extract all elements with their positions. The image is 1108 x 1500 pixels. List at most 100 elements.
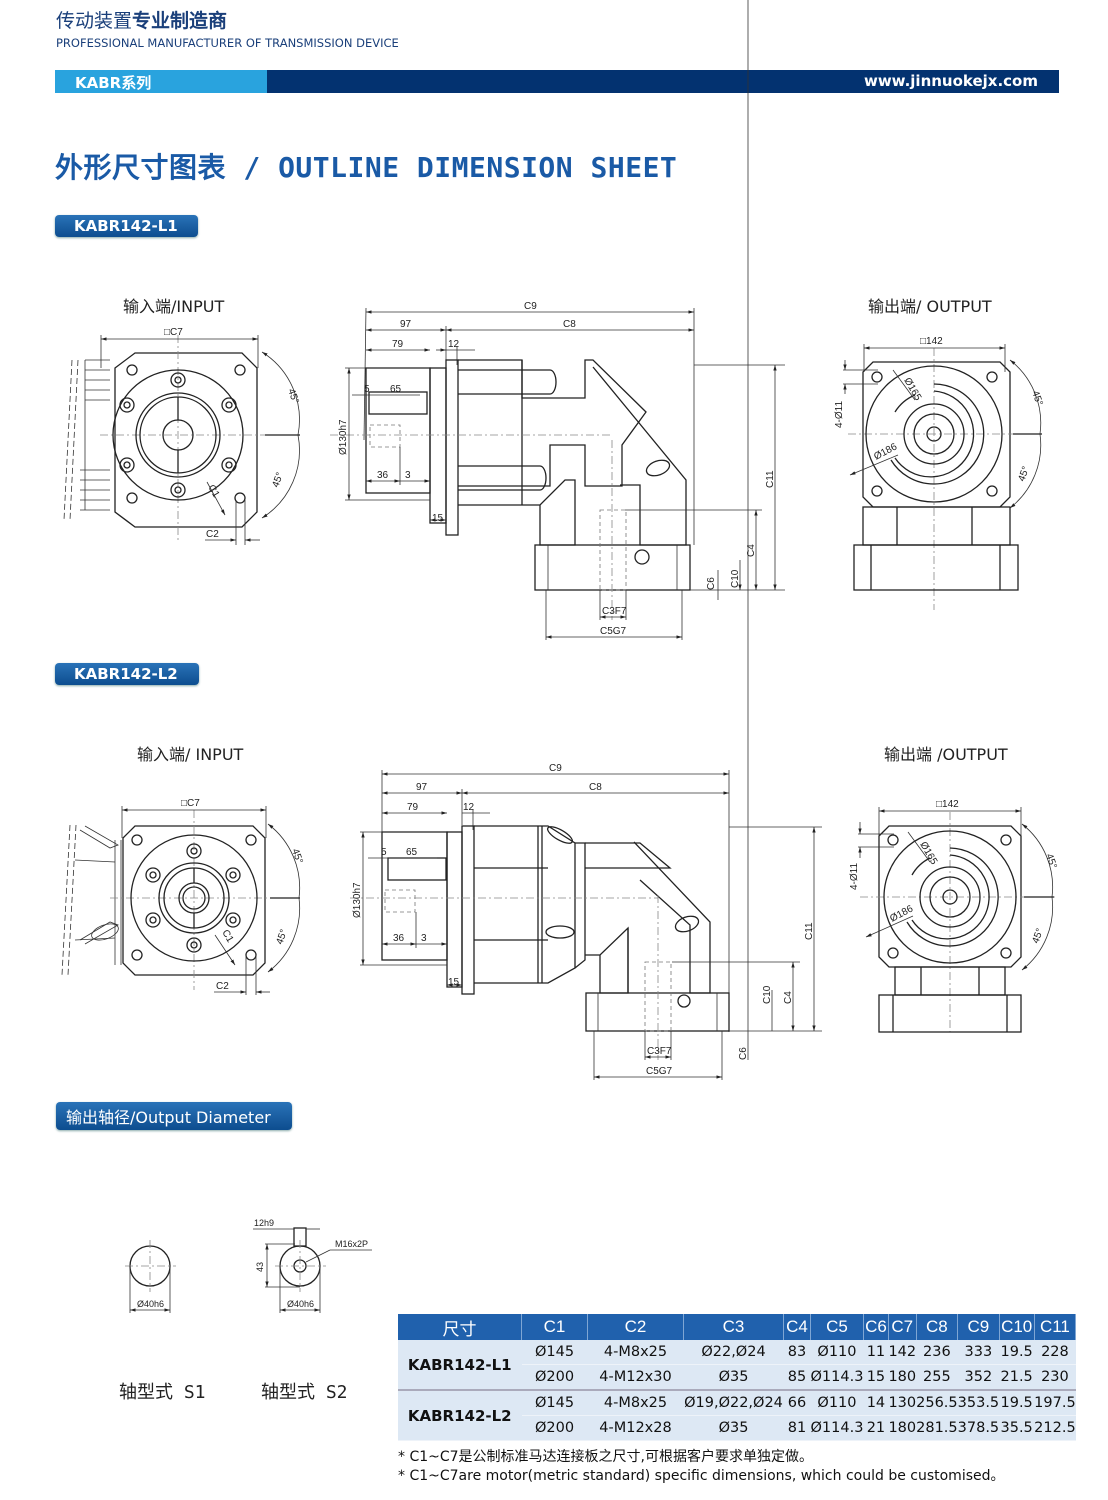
spec-table: 尺寸 C1 C2 C3 C4 C5 C6 C7 C8 C9 C10 C11 KA… [398,1314,1077,1441]
cell: 333 [957,1340,1000,1365]
input-view-l1: □C7 45° 45° C1 C2 [63,327,301,545]
header-c1: C1 [521,1314,588,1340]
model-badge-l2: KABR142-L2 [55,663,199,685]
input-view-l2: □C7 45° 45° C1 C2 [61,798,305,995]
angle-top-l1: 45° [285,387,301,405]
cell: Ø114.3 [810,1415,864,1441]
shaft-s2-key: 12h9 [254,1218,274,1228]
shaft-s1-drawing: Ø40h6 [125,1240,176,1313]
cell: 21 [863,1415,889,1441]
output-view-label-l1: 输出端/ OUTPUT [868,297,992,316]
side-view-l2: C9 97 C8 79 12 [350,0,822,1080]
header-c10: C10 [999,1314,1035,1340]
cell: 14 [863,1389,889,1416]
dim-65-l2: 65 [406,847,418,858]
angle-top-out-l2: 45° [1043,852,1059,870]
row-model-l1: KABR142-L1 [398,1340,522,1391]
dim-c5-l1: C5G7 [600,626,627,637]
dim-c2-l2: C2 [216,981,229,992]
cell: 4-M8x25 [587,1340,684,1365]
output-view-l1: □142 4-Ø11 Ø165 Ø186 45° 45° [834,336,1045,610]
cell: 4-M12x28 [587,1415,684,1441]
dim-holes-l2: 4-Ø11 [849,863,860,890]
dim-c9-l2: C9 [549,763,562,774]
dim-15-l2: 15 [448,977,460,988]
dim-142-l1: □142 [920,336,943,347]
dim-79-l1: 79 [392,339,404,350]
header-size: 尺寸 [398,1314,522,1340]
cell: 256.5 [916,1389,958,1416]
cell: Ø22,Ø24 [683,1340,784,1365]
shaft-s1-label: 轴型式 S1 [119,1382,206,1403]
output-diameter-badge: 输出轴径/Output Diameter [56,1102,292,1130]
dim-c3-l2: C3F7 [647,1046,672,1057]
header-c4: C4 [783,1314,811,1340]
cell: 197.5 [1034,1389,1076,1416]
cell: 83 [783,1340,811,1365]
dim-5-l1: 5 [364,384,370,395]
model-badge-l1: KABR142-L1 [55,215,198,237]
brand-subtitle: PROFESSIONAL MANUFACTURER OF TRANSMISSIO… [56,36,399,50]
header-c7: C7 [888,1314,917,1340]
cell: Ø145 [521,1389,588,1416]
cell: 212.5 [1034,1415,1076,1441]
cell: Ø19,Ø22,Ø24 [683,1389,784,1416]
cell: 130 [888,1389,917,1416]
cell: 230 [1034,1364,1076,1391]
cell: 180 [888,1364,917,1391]
dim-36-l1: 36 [377,470,389,481]
cell: 228 [1034,1340,1076,1365]
cell: Ø110 [810,1389,864,1416]
dim-dia-l1: Ø130h7 [338,419,349,455]
dim-97-l2: 97 [416,782,428,793]
cell: Ø200 [521,1415,588,1441]
cell: 19.5 [999,1340,1035,1365]
dim-15-l1: 15 [432,513,444,524]
dim-3-l1: 3 [405,470,411,481]
angle-bottom-l1: 45° [270,471,286,489]
dim-c11-l1: C11 [765,470,776,488]
row-model-l2: KABR142-L2 [398,1389,522,1441]
page-title: 外形尺寸图表 / OUTLINE DIMENSION SHEET [55,151,678,184]
header-c5: C5 [810,1314,864,1340]
header-c3: C3 [683,1314,784,1340]
dim-c1-l2: C1 [219,928,235,945]
cell: 81 [783,1415,811,1441]
cell: Ø114.3 [810,1364,864,1391]
shaft-s2-label: 轴型式 S2 [261,1382,348,1403]
table-row: KABR142-L1 Ø145 4-M8x25 Ø22,Ø24 83 Ø110 … [398,1340,1076,1391]
cell: 85 [783,1364,811,1391]
angle-bottom-out-l2: 45° [1030,927,1046,945]
website-link[interactable]: www.jinnuokejx.com [863,72,1038,90]
dim-c2-l1: C2 [206,529,219,540]
dim-c9-l1: C9 [524,301,537,312]
dim-c4-l1: C4 [746,544,757,557]
input-view-label-l2: 输入端/ INPUT [137,745,244,764]
angle-top-out-l1: 45° [1029,389,1045,407]
dim-142-l2: □142 [936,799,959,810]
dim-97-l1: 97 [400,319,412,330]
output-view-label-l2: 输出端 /OUTPUT [884,745,1008,764]
cell: Ø200 [521,1364,588,1391]
dim-165-l2: Ø165 [917,840,939,867]
brand-title: 传动装置专业制造商 [56,6,227,33]
dim-c7-l1: □C7 [164,327,183,338]
dim-holes-l1: 4-Ø11 [834,401,845,428]
output-view-l2: □142 4-Ø11 Ø165 Ø186 45° 45° [849,799,1059,1033]
cell: 378.5 [957,1415,1000,1441]
dim-65-l1: 65 [390,384,402,395]
angle-top-l2: 45° [289,847,305,865]
dim-12-l2: 12 [463,802,475,813]
dim-c6-l1: C6 [706,577,717,590]
dim-c3-l1: C3F7 [602,606,627,617]
cell: 142 [888,1340,917,1365]
dim-dia-l2: Ø130h7 [352,882,363,918]
cell: 352 [957,1364,1000,1391]
table-row: Ø200 4-M12x28 Ø35 81 Ø114.3 21 180 281.5… [398,1415,1076,1441]
dim-c6-l2: C6 [738,1047,749,1060]
dim-c8-l2: C8 [589,782,602,793]
table-row: KABR142-L2 Ø145 4-M8x25 Ø19,Ø22,Ø24 66 Ø… [398,1389,1076,1441]
dim-c10-l1: C10 [730,569,741,588]
angle-bottom-out-l1: 45° [1016,465,1032,483]
